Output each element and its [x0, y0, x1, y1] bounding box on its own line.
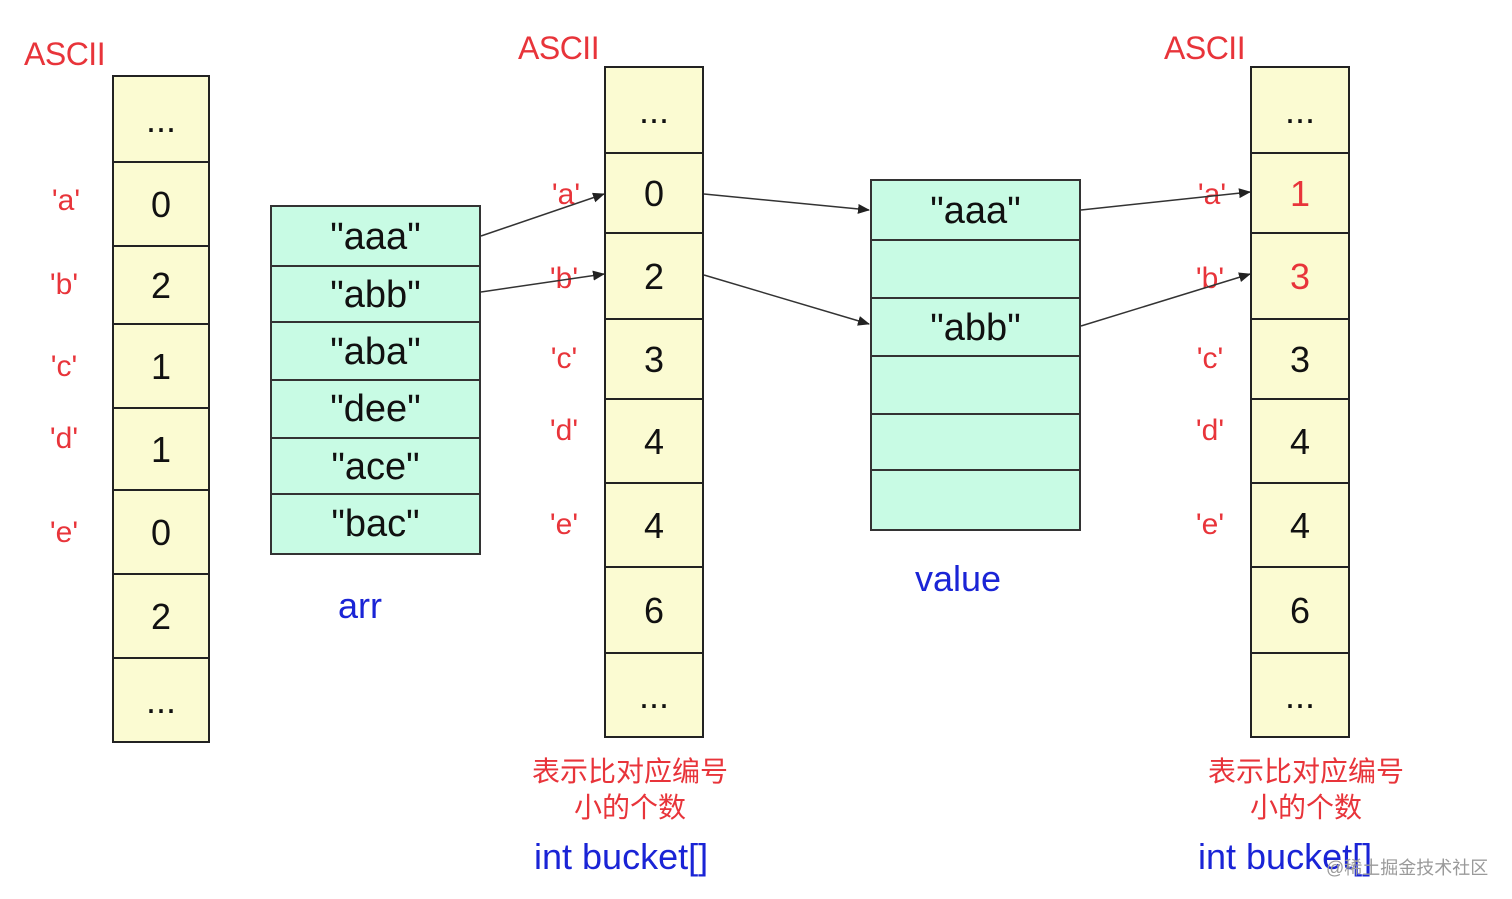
ascii-header-middle: ASCII — [518, 30, 600, 66]
arr-item: "bac" — [272, 493, 479, 553]
key-label-e: 'e' — [549, 508, 579, 541]
bucket-cell-updated: 1 — [1252, 152, 1348, 234]
arrow-value-abb-to-bucket-b — [1080, 272, 1251, 327]
bucket-cell: 6 — [606, 566, 702, 654]
count-cell: 0 — [114, 489, 208, 575]
value-item — [872, 469, 1079, 529]
bucket-label-middle: int bucket[] — [534, 836, 709, 877]
count-cell: ... — [145, 99, 176, 140]
count-column: ... 0 2 1 1 0 2 ... — [112, 75, 210, 743]
arrow-bucket-b-to-value-abb — [703, 274, 870, 326]
key-label-b: 'b' — [49, 268, 79, 301]
arrow-value-aaa-to-bucket-a — [1080, 188, 1251, 211]
key-label-c: 'c' — [550, 342, 578, 375]
count-cell: ... — [114, 657, 208, 743]
bucket-cell: ... — [638, 90, 669, 131]
count-cell: 1 — [114, 407, 208, 491]
key-label-d: 'd' — [549, 414, 579, 447]
arr-item: "abb" — [272, 265, 479, 323]
arr-item: "ace" — [272, 437, 479, 495]
ascii-header-right: ASCII — [1164, 30, 1246, 66]
bucket-caption-line: 小的个数 — [1249, 792, 1362, 823]
arrow-bucket-a-to-value-aaa — [703, 193, 870, 214]
value-item: "aaa" — [930, 189, 1021, 232]
arrow-arr-aaa-to-bucket-a — [480, 192, 605, 237]
key-label-d: 'd' — [49, 422, 79, 455]
bucket-caption-line: 小的个数 — [573, 792, 686, 823]
value-item — [872, 239, 1079, 299]
bucket-cell-updated: 3 — [1252, 232, 1348, 320]
ascii-header-left: ASCII — [24, 36, 106, 72]
value-item — [872, 355, 1079, 413]
key-label-c: 'c' — [50, 350, 78, 383]
bucket-caption-middle: 表示比对应编号 小的个数 — [500, 754, 760, 826]
arr-item: "aba" — [272, 321, 479, 381]
bucket-cell: 0 — [606, 152, 702, 234]
bucket-cell: 4 — [606, 398, 702, 484]
key-label-a: 'a' — [551, 178, 581, 211]
count-cell: 2 — [114, 573, 208, 659]
value-item: "abb" — [872, 297, 1079, 357]
bucket-cell: 2 — [606, 232, 702, 320]
arr-label: arr — [338, 585, 382, 626]
key-label-e: 'e' — [1195, 508, 1225, 541]
watermark: @稀土掘金技术社区 — [1326, 858, 1489, 878]
bucket-column-middle: ... 0 2 3 4 4 6 ... — [604, 66, 704, 738]
count-cell: 1 — [114, 323, 208, 409]
bucket-cell: 4 — [606, 482, 702, 568]
bucket-column-right: ... 1 3 3 4 4 6 ... — [1250, 66, 1350, 738]
value-array: "aaa" "abb" — [870, 179, 1081, 531]
bucket-cell: 4 — [1252, 482, 1348, 568]
arrow-arr-abb-to-bucket-b — [480, 270, 605, 293]
count-cell: 2 — [114, 245, 208, 325]
bucket-cell: 3 — [606, 318, 702, 400]
value-label: value — [915, 558, 1002, 599]
key-label-a: 'a' — [51, 184, 81, 217]
bucket-cell: ... — [606, 652, 702, 738]
arr-item: "dee" — [272, 379, 479, 437]
bucket-cell: ... — [1284, 90, 1315, 131]
value-item — [872, 413, 1079, 471]
bucket-cell: ... — [1252, 652, 1348, 738]
bucket-caption-line: 表示比对应编号 — [1207, 756, 1404, 787]
bucket-cell: 4 — [1252, 398, 1348, 484]
bucket-label-right: int bucket[] — [1198, 836, 1373, 877]
bucket-caption-line: 表示比对应编号 — [531, 756, 728, 787]
bucket-caption-right: 表示比对应编号 小的个数 — [1176, 754, 1436, 826]
arr-array: "aaa" "abb" "aba" "dee" "ace" "bac" — [270, 205, 481, 555]
key-label-e: 'e' — [49, 516, 79, 549]
arr-item: "aaa" — [330, 215, 421, 258]
key-label-c: 'c' — [1196, 342, 1224, 375]
bucket-cell: 6 — [1252, 566, 1348, 654]
key-label-d: 'd' — [1195, 414, 1225, 447]
count-cell: 0 — [114, 161, 208, 247]
bucket-cell: 3 — [1252, 318, 1348, 400]
